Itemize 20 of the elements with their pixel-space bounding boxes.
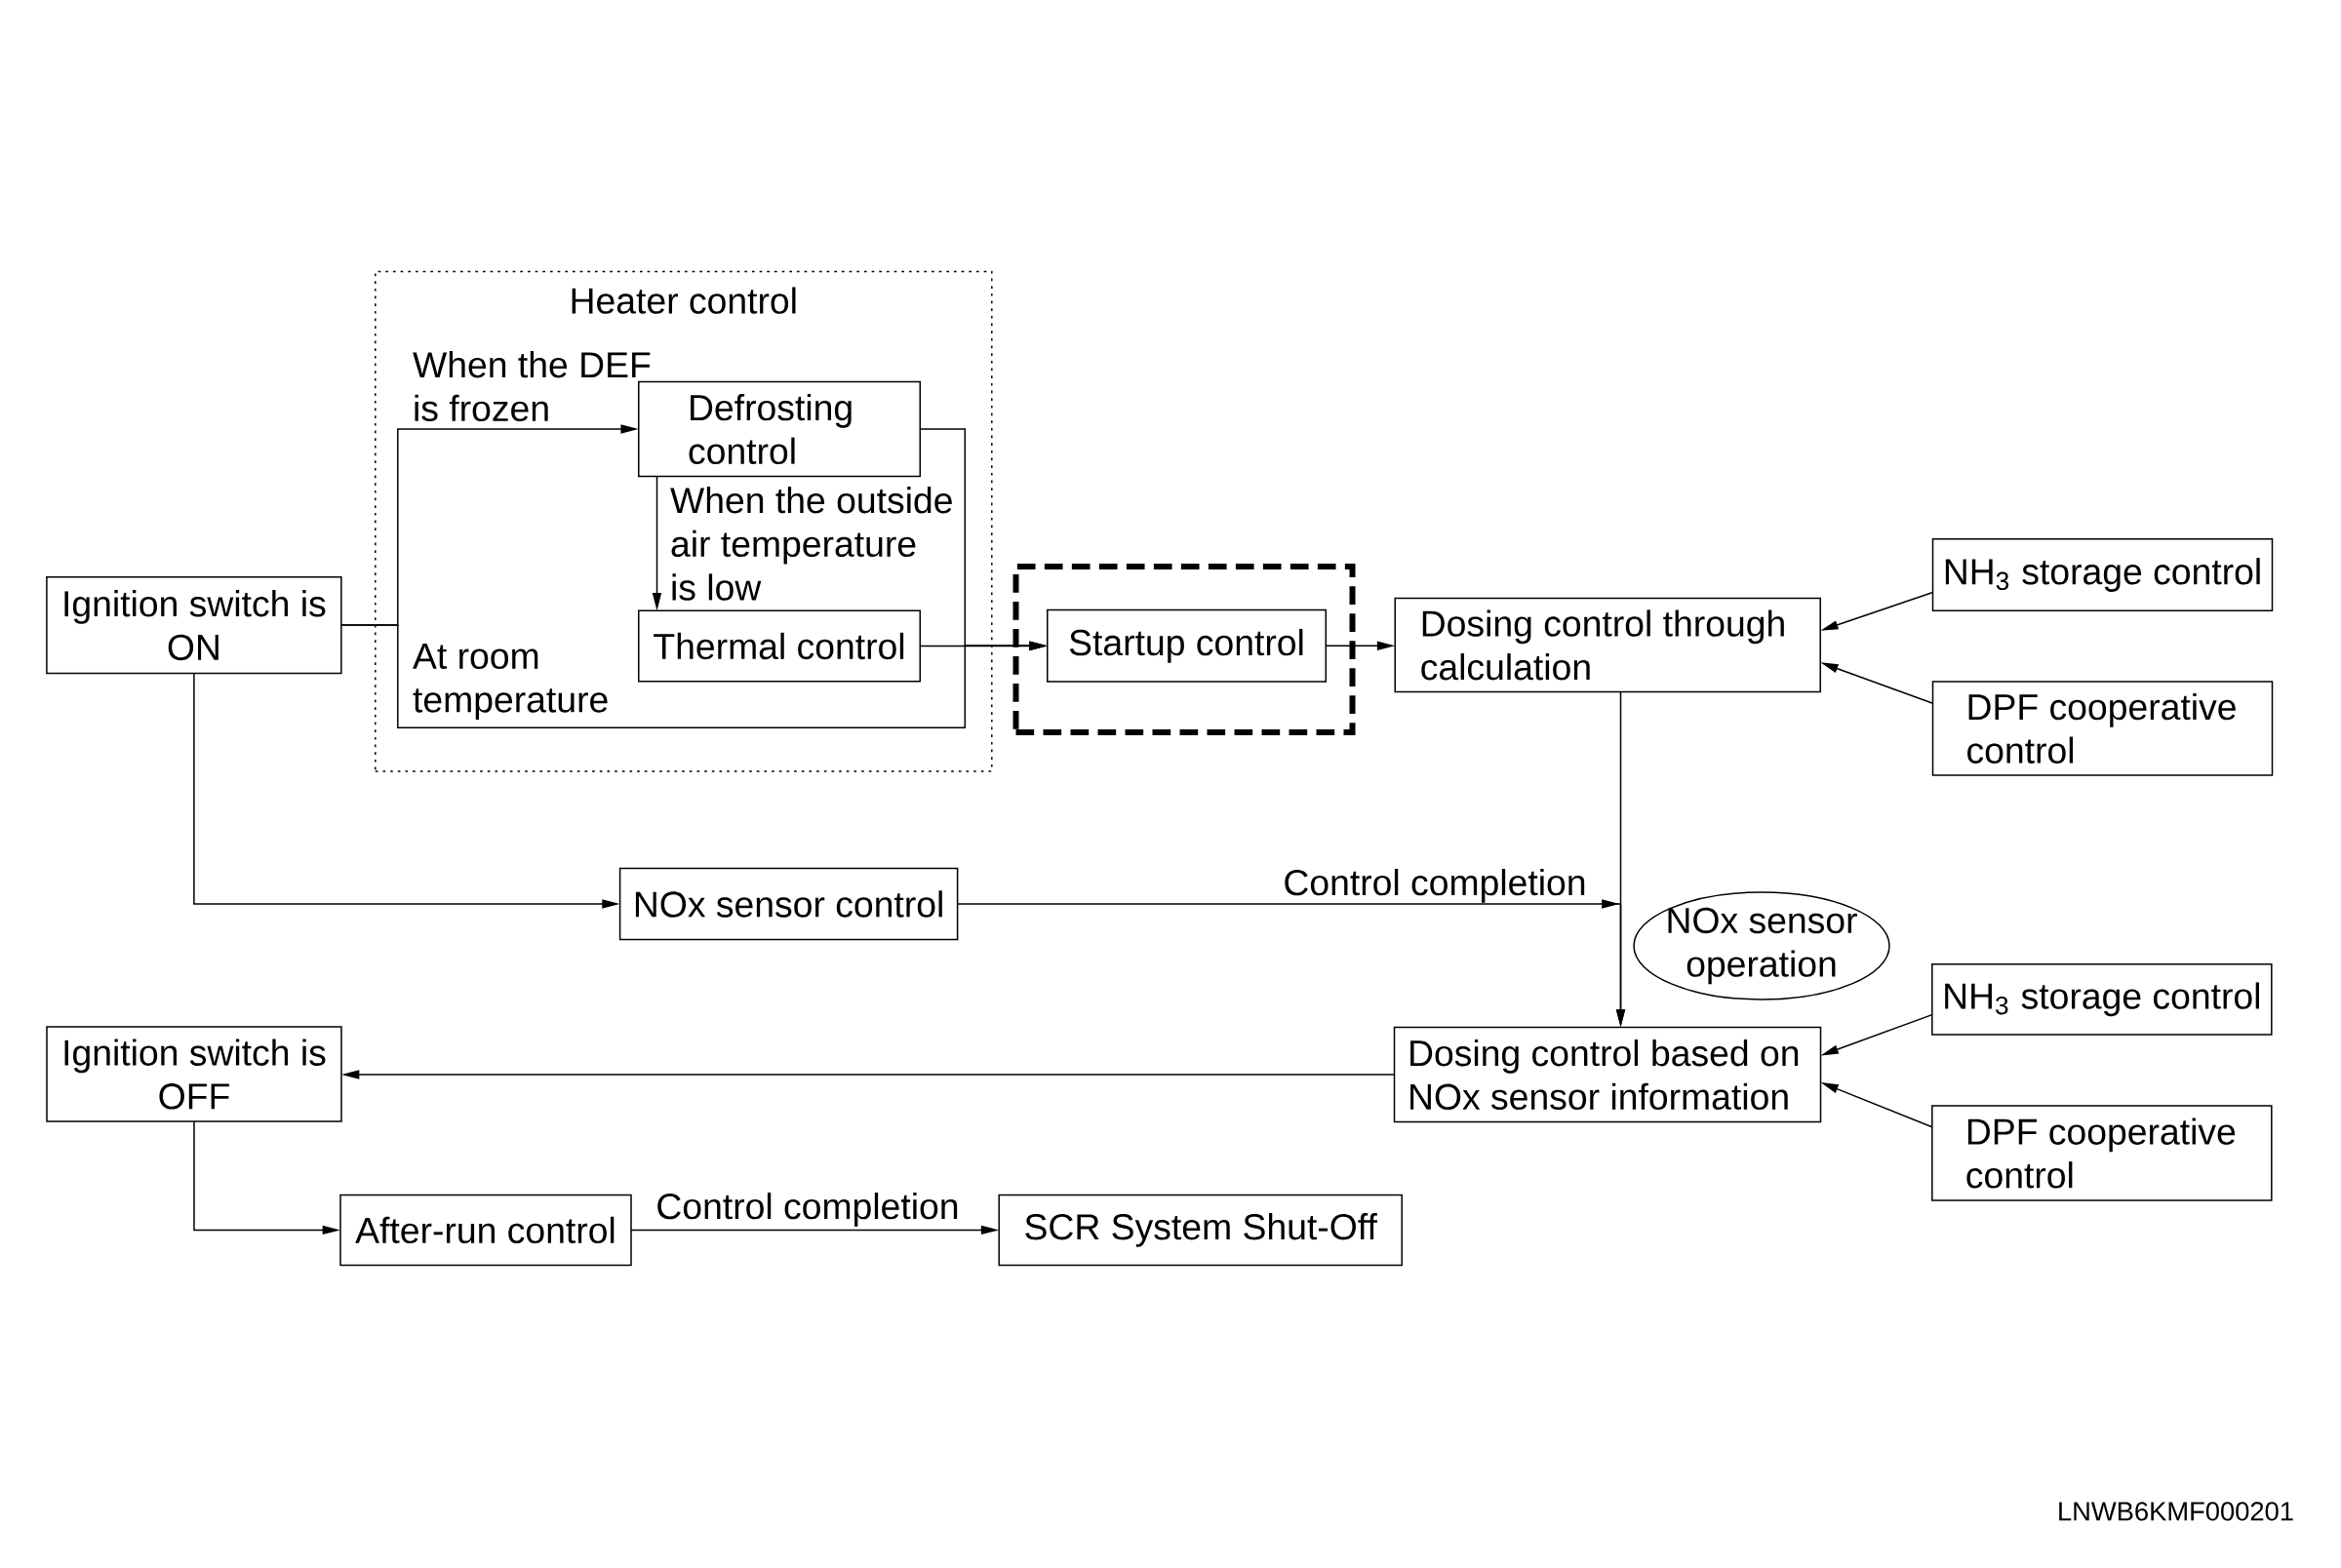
highlight-frame (1012, 564, 1356, 735)
process-box: After-run control (339, 1194, 632, 1267)
edge-label: When the outside air temperature is low (670, 487, 952, 601)
edge-label: Control completion (1285, 868, 1585, 903)
process-box: Dosing control based on NOx sensor information (1393, 1026, 1822, 1123)
process-box: NH$_{3}$ storage control (1931, 962, 2273, 1036)
process-box: DPF cooperative control (1931, 1105, 2273, 1201)
process-box: SCR System Shut-Off (998, 1194, 1403, 1267)
process-box: Dosing control through calculation (1394, 597, 1821, 693)
process-box: Startup control (1047, 608, 1327, 683)
edge-label: At room temperature (413, 644, 608, 721)
process-box: NOx sensor control (618, 867, 959, 941)
process-box: Defrosting control (638, 380, 921, 478)
process-box: NH$_{3}$ storage control (1931, 538, 2274, 611)
edge-label: Control completion (657, 1192, 958, 1227)
process-box: Ignition switch is ON (46, 576, 342, 675)
process-box: Thermal control (638, 609, 921, 683)
process-box: Ignition switch is OFF (46, 1026, 342, 1122)
figure-code: LNWB6KMF000201 (2059, 1502, 2293, 1521)
process-box: DPF cooperative control (1931, 681, 2274, 776)
